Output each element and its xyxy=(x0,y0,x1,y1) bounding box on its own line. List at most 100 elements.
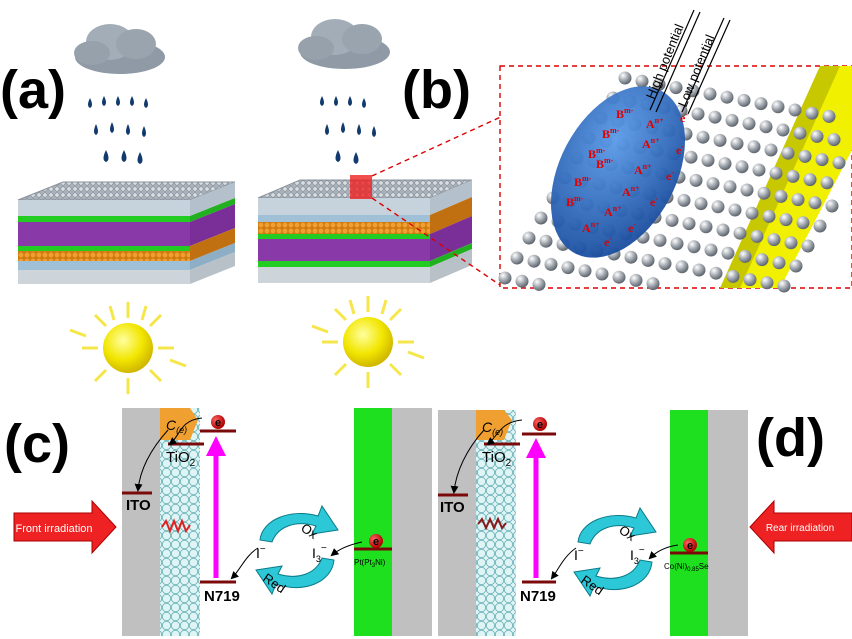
graphene-atom xyxy=(716,223,730,237)
graphene-atom xyxy=(733,226,747,240)
graphene-atom xyxy=(696,130,710,144)
graphene-atom xyxy=(687,240,701,254)
graphene-atom xyxy=(788,103,802,117)
graphene-atom xyxy=(793,126,807,140)
highlight-square xyxy=(350,175,372,199)
graphene-atom xyxy=(684,150,698,164)
graphene-atom xyxy=(669,81,683,95)
graphene-atom xyxy=(720,90,734,104)
panel-label-c: (c) xyxy=(4,414,70,474)
graphene-atom xyxy=(498,271,512,285)
graphene-atom xyxy=(752,163,766,177)
graphene-atom xyxy=(760,276,774,290)
graphene-atom xyxy=(820,176,834,190)
graphene-atom xyxy=(692,263,706,277)
transfer-arrow xyxy=(450,429,485,494)
graphene-atom xyxy=(725,113,739,127)
graphene-atom xyxy=(832,156,846,170)
electron-icon xyxy=(533,417,547,431)
graphene-atom xyxy=(561,261,575,275)
counter-label: Co(Ni)0.85Se xyxy=(664,562,709,573)
panel-label-b: (b) xyxy=(402,60,471,120)
graphene-atom xyxy=(641,253,655,267)
graphene-atom xyxy=(544,257,558,271)
graphene-atom xyxy=(629,273,643,287)
cloud-icon xyxy=(298,19,390,69)
graphene-atom xyxy=(742,117,756,131)
graphene-atom xyxy=(798,149,812,163)
reduction-arrow xyxy=(330,541,363,557)
graphene-atom xyxy=(810,129,824,143)
graphene-atom xyxy=(813,219,827,233)
photon-wave xyxy=(161,518,191,534)
cation-label: An+ xyxy=(634,162,652,177)
svg-text:e: e xyxy=(687,540,693,552)
ce-cluster xyxy=(476,410,512,440)
graphene-atom xyxy=(711,200,725,214)
graphene-atom xyxy=(515,274,529,288)
transfer-arrow xyxy=(134,429,169,492)
ito-electrode xyxy=(122,408,162,636)
graphene-inset: High potential Low potential Bm-Bm-Bm-Bm… xyxy=(498,9,852,293)
svg-text:e: e xyxy=(537,419,543,431)
panel-label-a: (a) xyxy=(0,60,66,120)
counter-electrode xyxy=(354,408,392,636)
graphene-atom xyxy=(522,231,536,245)
water-droplet xyxy=(551,86,685,258)
graphene-atom xyxy=(759,120,773,134)
graphene-atom xyxy=(743,273,757,287)
graphene-atom xyxy=(771,100,785,114)
triiodide-label: I3− xyxy=(312,543,327,564)
graphene-atom xyxy=(786,169,800,183)
graphene-atom xyxy=(774,189,788,203)
counter-substrate xyxy=(708,410,748,636)
tio2-label: TiO2 xyxy=(482,449,512,469)
graphene-atom xyxy=(796,216,810,230)
iodide-label: I− xyxy=(256,544,266,561)
graphene-atom xyxy=(777,279,791,293)
electron-icon xyxy=(683,538,697,552)
panel-label-d: (d) xyxy=(756,408,825,468)
regen-arrow xyxy=(550,547,577,580)
graphene-atom xyxy=(701,153,715,167)
injection-arrow xyxy=(486,419,523,446)
graphene-atom xyxy=(532,277,546,291)
tio2-label: TiO2 xyxy=(166,449,196,469)
graphene-atom xyxy=(612,270,626,284)
graphene-atom xyxy=(646,277,660,291)
ce-label: C(e) xyxy=(166,417,187,435)
graphene-atom xyxy=(764,143,778,157)
graphene-atom xyxy=(745,206,759,220)
graphene-atom xyxy=(822,109,836,123)
graphene-atom xyxy=(781,146,795,160)
device-stack-a xyxy=(17,181,236,284)
graphene-atom xyxy=(677,193,691,207)
irradiation-arrow-front: Front irradiation xyxy=(13,499,117,555)
cation-label: An+ xyxy=(604,204,622,219)
graphene-atom xyxy=(825,199,839,213)
electron-label: e- xyxy=(680,110,688,125)
ion-labels: Bm-Bm-Bm-Bm-Bm-Bm-An+An+An+An+An+An+e-e-… xyxy=(566,106,688,249)
graphene-atom xyxy=(703,87,717,101)
cation-label: An+ xyxy=(622,184,640,199)
n719-label: N719 xyxy=(520,588,556,605)
graphene-atom xyxy=(691,107,705,121)
graphene-atom xyxy=(527,254,541,268)
anion-label: Bm- xyxy=(602,126,620,141)
graphene-atom xyxy=(595,267,609,281)
graphene-atom xyxy=(694,197,708,211)
electron-label: e- xyxy=(650,194,658,209)
graphene-atom xyxy=(726,269,740,283)
triiodide-label: I3− xyxy=(630,545,645,566)
electron-label: e- xyxy=(666,168,674,183)
graphene-atom xyxy=(808,196,822,210)
sun-icon xyxy=(311,296,425,388)
graphene-atom xyxy=(776,123,790,137)
anion-label: Bm- xyxy=(616,106,634,121)
graphene-atom xyxy=(801,239,815,253)
electron-icon xyxy=(211,415,225,429)
graphene-atom xyxy=(718,157,732,171)
anion-label: Bm- xyxy=(574,174,592,189)
graphene-atom xyxy=(827,133,841,147)
